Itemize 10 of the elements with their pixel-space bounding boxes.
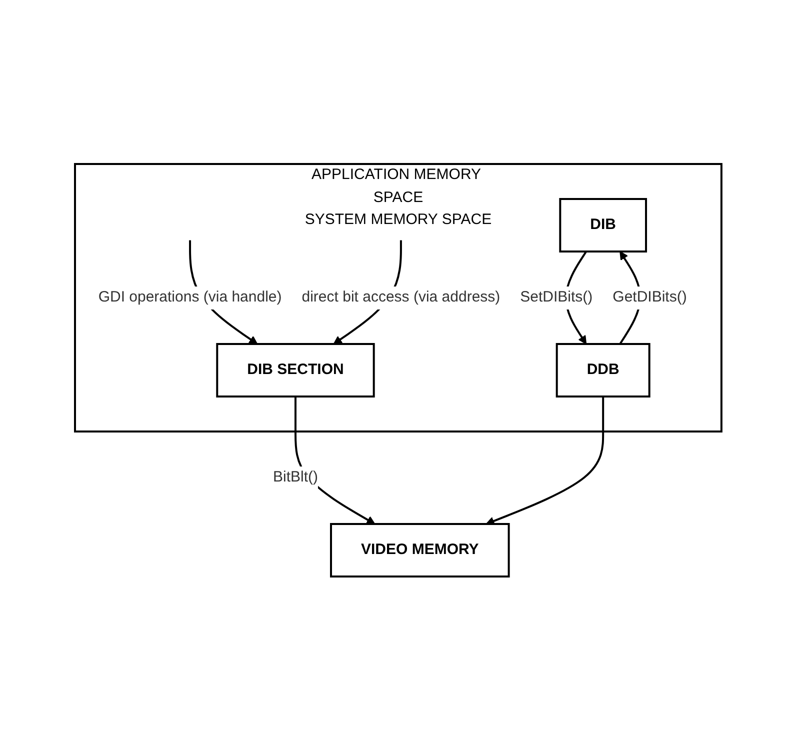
edge-label: BitBlt()	[273, 468, 318, 486]
edge-label: direct bit access (via address)	[302, 288, 500, 306]
node-box: VIDEO MEMORY	[330, 522, 510, 578]
arrow	[486, 396, 604, 525]
edge-label: GDI operations (via handle)	[98, 288, 282, 306]
node-box: DDB	[556, 342, 651, 398]
edge-label: GetDIBits()	[612, 288, 688, 306]
edge-label: SetDIBits()	[520, 288, 593, 306]
node-box: DIB SECTION	[216, 342, 376, 398]
node-box: DIB	[559, 198, 648, 252]
